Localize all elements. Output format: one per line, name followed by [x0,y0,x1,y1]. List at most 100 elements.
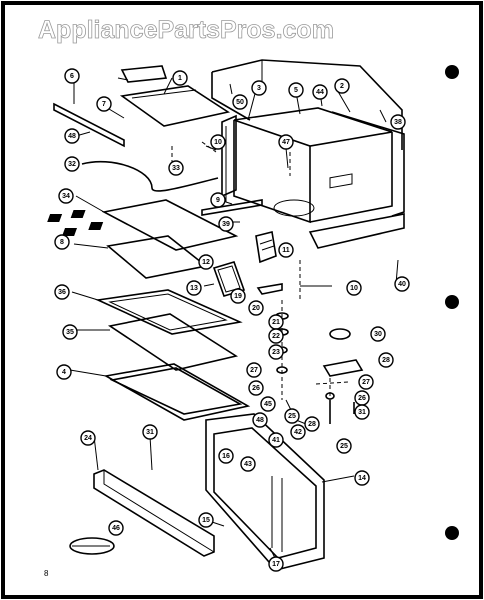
callout-42: 42 [290,424,306,440]
callout-circle [218,216,234,232]
callout-number: 42 [294,429,302,436]
callout-21: 21 [268,314,284,330]
window-pack-35 [107,313,239,371]
callout-circle [278,242,294,258]
grille-frame-12 [212,261,246,297]
callout-number: 46 [112,525,120,532]
callout-22: 22 [268,328,284,344]
element-rod [201,199,263,216]
callout-circle [64,128,80,144]
callout-circle [252,412,268,428]
callout-circle [268,556,284,572]
callout-number: 35 [66,329,74,336]
callout-33: 33 [168,160,184,176]
callout-19: 19 [230,288,246,304]
callout-number: 27 [362,379,370,386]
callout-34: 34 [58,188,74,204]
callout-number: 34 [62,193,70,200]
callout-number: 23 [272,349,280,356]
callout-36: 36 [54,284,70,300]
callout-circle [312,84,328,100]
callout-number: 31 [146,429,154,436]
callout-2: 2 [334,78,350,94]
callout-number: 27 [250,367,258,374]
callout-27: 27 [358,374,374,390]
callout-circle [284,408,300,424]
callout-38: 38 [390,114,406,130]
callout-35: 35 [62,324,78,340]
callout-circle [246,362,262,378]
callout-12: 12 [198,254,214,270]
callout-number: 3 [257,85,261,92]
clip-46 [69,537,115,555]
callout-28: 28 [378,352,394,368]
callout-45: 45 [260,396,276,412]
callout-1: 1 [172,70,188,86]
callout-circle [172,70,188,86]
callout-number: 33 [172,165,180,172]
callout-number: 1 [178,75,182,82]
callout-number: 28 [382,357,390,364]
callout-circle [54,234,70,250]
callout-number: 50 [236,99,244,106]
callout-number: 31 [358,409,366,416]
callout-48: 48 [64,128,80,144]
callout-number: 28 [308,421,316,428]
callout-10: 10 [346,280,362,296]
callout-9: 9 [210,192,226,208]
callout-number: 24 [84,435,92,442]
callout-circle [248,380,264,396]
callout-number: 11 [282,247,290,254]
callout-number: 36 [58,289,66,296]
callout-20: 20 [248,300,264,316]
corner-label: 8 [44,569,49,578]
callout-circle [278,134,294,150]
callout-32: 32 [64,156,80,172]
callout-circle [346,280,362,296]
keypad-panel [47,199,239,251]
callout-circle [251,80,267,96]
callout-circle [62,324,78,340]
callout-circle [394,276,410,292]
callout-circle [64,68,80,84]
callout-number: 14 [358,475,366,482]
callout-15: 15 [198,512,214,528]
callout-43: 43 [240,456,256,472]
callout-circle [354,470,370,486]
callout-number: 45 [264,401,272,408]
callout-number: 25 [288,413,296,420]
callout-17: 17 [268,556,284,572]
callout-28: 28 [304,416,320,432]
latch-assembly [315,328,364,424]
binder-holes [445,65,459,540]
watermark-text: AppliancePartsPros.com [38,16,334,44]
callout-circle [268,344,284,360]
callout-number: 6 [70,73,74,80]
callout-number: 43 [244,461,252,468]
callout-14: 14 [354,470,370,486]
callout-circle [58,188,74,204]
callout-number: 12 [202,259,210,266]
callout-26: 26 [248,380,264,396]
callout-circle [108,520,124,536]
callout-circle [230,288,246,304]
callout-46: 46 [108,520,124,536]
callout-number: 40 [398,281,406,288]
callout-number: 2 [340,83,344,90]
callout-number: 26 [358,395,366,402]
callout-number: 9 [216,197,220,204]
callout-number: 32 [68,161,76,168]
callout-circle [304,416,320,432]
callout-5: 5 [288,82,304,98]
door-choke-4 [103,363,251,421]
glass-panel-8 [106,235,208,279]
callout-31: 31 [354,404,370,420]
callout-number: 10 [350,285,358,292]
callout-number: 16 [222,453,230,460]
callout-circle [268,328,284,344]
callout-number: 7 [102,101,106,108]
callout-number: 25 [340,443,348,450]
callout-circle [268,432,284,448]
callout-number: 5 [294,87,298,94]
